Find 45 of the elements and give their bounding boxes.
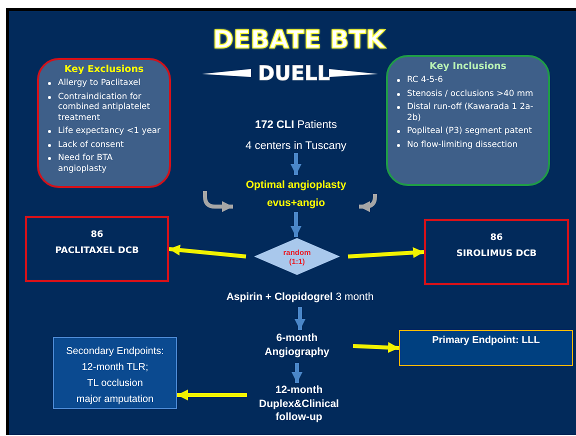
- arrow: [359, 194, 377, 212]
- label-text: major amputation: [75, 393, 155, 407]
- label-text: Aspirin + Clopidogrel 3 month: [225, 290, 375, 305]
- treatment-arm-box: [25, 216, 169, 282]
- label-text: Optimal angioplasty: [244, 178, 348, 193]
- label-text: 86: [90, 229, 104, 242]
- label-text: PACLITAXEL DCB: [54, 245, 140, 258]
- label-text: 6-month Angiography: [264, 331, 330, 359]
- label-text: 172 CLI Patients: [254, 118, 338, 133]
- heading: Key Exclusions: [63, 64, 145, 75]
- endpoint-box: [53, 337, 177, 409]
- label-text: evus+angio: [266, 196, 326, 211]
- arrow: [290, 212, 302, 237]
- arrow: [203, 191, 233, 212]
- exclusion-criteria-box: [37, 58, 171, 188]
- arrow: [292, 363, 302, 383]
- label-text: Primary Endpoint: LLL: [431, 334, 541, 348]
- label-text: 4 centers in Tuscany: [244, 139, 348, 154]
- inclusion-criteria-box: [386, 55, 550, 186]
- arrow: [294, 307, 306, 330]
- arrow: [352, 342, 400, 354]
- endpoint-box: [399, 330, 573, 366]
- heading: Key Inclusions: [428, 61, 508, 72]
- bullet-item: Distal run-off (Kawarada 1 2a-2b): [407, 101, 534, 122]
- label-text: 12-month Duplex&Clinical follow-up: [258, 384, 340, 424]
- bullet-item: Life expectancy <1 year: [58, 125, 162, 136]
- bullet-item: Need for BTA angioplasty: [58, 152, 114, 173]
- treatment-arm-box: [424, 219, 569, 285]
- bullet-item: Lack of consent: [58, 138, 125, 149]
- arrow: [177, 390, 247, 400]
- bullet-item: Allergy to Paclitaxel: [58, 77, 142, 88]
- bullet-item: Stenosis / occlusions >40 mm: [407, 88, 534, 98]
- arrow: [348, 247, 424, 258]
- bullet-item: No flow-limiting dissection: [407, 138, 519, 149]
- title: DEBATE BTK: [212, 25, 387, 54]
- bullet-item: Contraindication for combined antiplatelet treatment: [58, 90, 151, 122]
- label-text: SIROLIMUS DCB: [455, 248, 538, 261]
- arrow: [168, 244, 246, 258]
- arrow: [290, 153, 302, 175]
- bullet-item: RC 4-5-6: [407, 74, 444, 84]
- bullet-item: Popliteal (P3) segment patent: [407, 125, 533, 136]
- subtitle: DUELL: [257, 61, 331, 85]
- label-text: 86: [489, 232, 504, 245]
- label-text: Secondary Endpoints: 12-month TLR;: [65, 345, 165, 375]
- label-text: TL occlusion: [86, 377, 144, 391]
